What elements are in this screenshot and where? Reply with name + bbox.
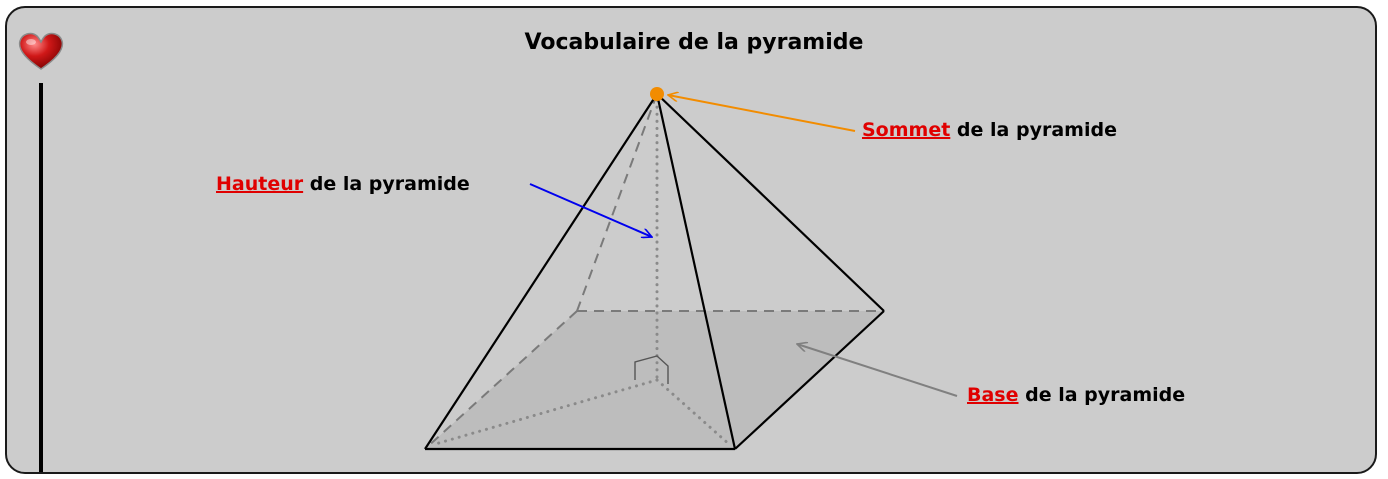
sommet-arrow (668, 95, 856, 132)
base-label: Base de la pyramide (967, 384, 1185, 406)
hauteur-label: Hauteur de la pyramide (216, 173, 470, 195)
right-angle-marker (634, 355, 669, 384)
hauteur-arrow (529, 183, 652, 237)
sommet-label-rest: de la pyramide (950, 119, 1117, 141)
base-arrow (797, 344, 958, 397)
hidden-edges (424, 93, 884, 450)
visible-edges (424, 93, 885, 451)
diagram-title: Vocabulaire de la pyramide (524, 30, 864, 55)
vertical-bar (39, 83, 43, 472)
hauteur-keyword: Hauteur (216, 173, 304, 195)
sommet-label: Sommet de la pyramide (862, 119, 1117, 141)
sommet-marker (650, 87, 664, 101)
hauteur-label-rest: de la pyramide (303, 173, 470, 195)
height-and-medians (430, 98, 732, 447)
base-keyword: Base (967, 384, 1019, 406)
base-label-rest: de la pyramide (1018, 384, 1186, 406)
heart-icon (18, 32, 64, 70)
sommet-keyword: Sommet (862, 119, 951, 141)
pyramid-base-face (425, 311, 884, 449)
